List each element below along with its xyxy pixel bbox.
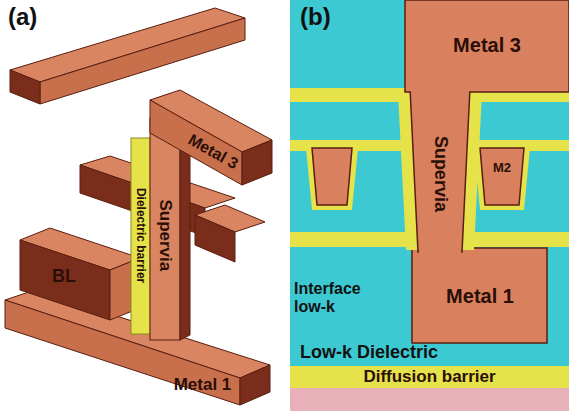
layer-label: Interface low-k	[294, 280, 384, 315]
part-name: BL	[52, 267, 76, 287]
part-name: Metal 1	[446, 285, 514, 307]
part-name: Metal 1	[174, 376, 232, 395]
layer-label: Low-k Dielectric	[300, 343, 560, 363]
bit-line: BL	[38, 262, 90, 292]
metal-bar	[40, 18, 245, 104]
barrier-band: Diffusion barrier	[292, 366, 567, 389]
metal-bar	[5, 300, 240, 405]
metal-bar	[242, 140, 272, 185]
m2-liner	[474, 148, 530, 210]
metal-bar	[240, 365, 270, 405]
m2-liner	[306, 148, 358, 210]
metal-1-line	[412, 248, 547, 343]
barrier-strip	[131, 138, 150, 334]
metal-line: Metal 3	[405, 22, 569, 68]
via-pillar: Supervia	[150, 175, 180, 295]
metal-bar	[150, 100, 242, 185]
metal-line: M2	[482, 155, 522, 181]
metal-bar	[195, 215, 235, 262]
m2-line	[480, 148, 524, 205]
substrate-band	[290, 388, 569, 411]
diffusion-band	[290, 366, 569, 388]
panel-letter: (a)	[8, 4, 68, 30]
metal-line: Metal 3	[168, 129, 258, 175]
m2-line	[312, 148, 352, 205]
via-joint	[419, 246, 461, 254]
supervia-pillar	[150, 118, 180, 340]
supervia-body	[410, 88, 470, 252]
part-name: Supervia	[156, 199, 175, 271]
barrier-strip: Dielectric barrier	[131, 150, 150, 322]
metal-bar	[10, 70, 40, 104]
part-name: M2	[493, 161, 511, 175]
panel-letter: (b)	[300, 4, 360, 30]
metal-bar	[20, 240, 110, 320]
metal-3-line	[405, 0, 569, 92]
metal-line: Metal 1	[165, 374, 240, 397]
part-name: Metal 3	[453, 34, 521, 56]
metal-line: Metal 1	[420, 276, 540, 316]
part-name: Metal 3	[185, 131, 241, 173]
via-joint	[411, 86, 469, 94]
low-k-ground	[290, 0, 569, 411]
part-name: Diffusion barrier	[363, 368, 495, 387]
part-name: Supervia	[430, 136, 450, 212]
via-pillar: Supervia	[420, 108, 460, 240]
part-name: Dielectric barrier	[134, 188, 147, 283]
